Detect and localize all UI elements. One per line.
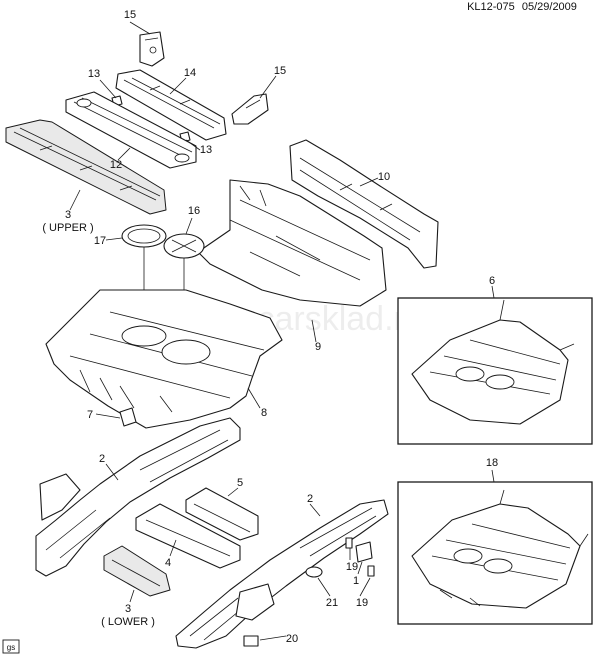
callout-19-upper: 19: [346, 561, 358, 573]
callout-8: 8: [261, 407, 267, 419]
callout-1: 1: [353, 575, 359, 587]
part-17-plug: [121, 224, 167, 248]
part-19-bolt-upper: [345, 537, 353, 549]
part-8-main-floor-panel: [45, 289, 283, 429]
callout-7: 7: [87, 409, 93, 421]
part-2-rail-left: [35, 417, 241, 577]
callout-2-left: 2: [99, 453, 105, 465]
part-3-upper-cross-member: [5, 119, 167, 215]
callout-5: 5: [237, 477, 243, 489]
logo-box: [2, 639, 20, 654]
diagram-reference: KL12-075 05/29/2009: [467, 1, 577, 13]
part-14-cross-member: [115, 69, 227, 141]
callout-21: 21: [326, 597, 338, 609]
part-20-clip: [243, 635, 259, 647]
callout-15-right: 15: [274, 65, 286, 77]
logo-text: gs: [7, 643, 15, 652]
part-15-bracket-upper: [139, 31, 165, 67]
part-7-bracket: [119, 407, 137, 427]
callout-20: 20: [286, 633, 298, 645]
sublabel-upper: ( UPPER ): [42, 222, 93, 234]
part-4-cross-member: [135, 503, 241, 569]
part-3-lower-cross-member: [103, 545, 171, 597]
callout-6: 6: [489, 275, 495, 287]
callout-3-lower: 3: [125, 603, 131, 615]
assembly-18-floor-assembly: [411, 489, 589, 609]
callout-2-right: 2: [307, 493, 313, 505]
part-10-rear-panel: [289, 139, 439, 269]
callout-18: 18: [486, 457, 498, 469]
part-16-plug: [163, 233, 205, 259]
part-19-bolt-lower: [367, 565, 375, 577]
callout-16: 16: [188, 205, 200, 217]
callout-15-upper: 15: [124, 9, 136, 21]
callout-3-upper: 3: [65, 209, 71, 221]
callout-14: 14: [184, 67, 196, 79]
callout-13-right: 13: [200, 144, 212, 156]
reference-code: KL12-075: [467, 1, 515, 13]
part-12-cross-member: [65, 91, 197, 169]
callout-9: 9: [315, 341, 321, 353]
part-21-grommet: [305, 566, 323, 578]
part-1-bracket: [355, 541, 373, 563]
callout-10: 10: [378, 171, 390, 183]
callout-17: 17: [94, 235, 106, 247]
callout-labels: 15 13 14 15 13 12 3 10 16 17 6 9 8 7 2 5…: [65, 9, 498, 645]
callout-12: 12: [110, 159, 122, 171]
part-2-rail-right: [175, 499, 389, 649]
leader-lines: [69, 21, 495, 641]
sublabel-lower: ( LOWER ): [101, 616, 155, 628]
part-15-bracket-right: [231, 93, 269, 125]
callout-4: 4: [165, 557, 171, 569]
part-5-bracket: [185, 487, 259, 541]
callout-19-lower: 19: [356, 597, 368, 609]
callout-13-left: 13: [88, 68, 100, 80]
reference-date: 05/29/2009: [522, 1, 577, 13]
assembly-6-floor-assembly: [411, 299, 575, 425]
